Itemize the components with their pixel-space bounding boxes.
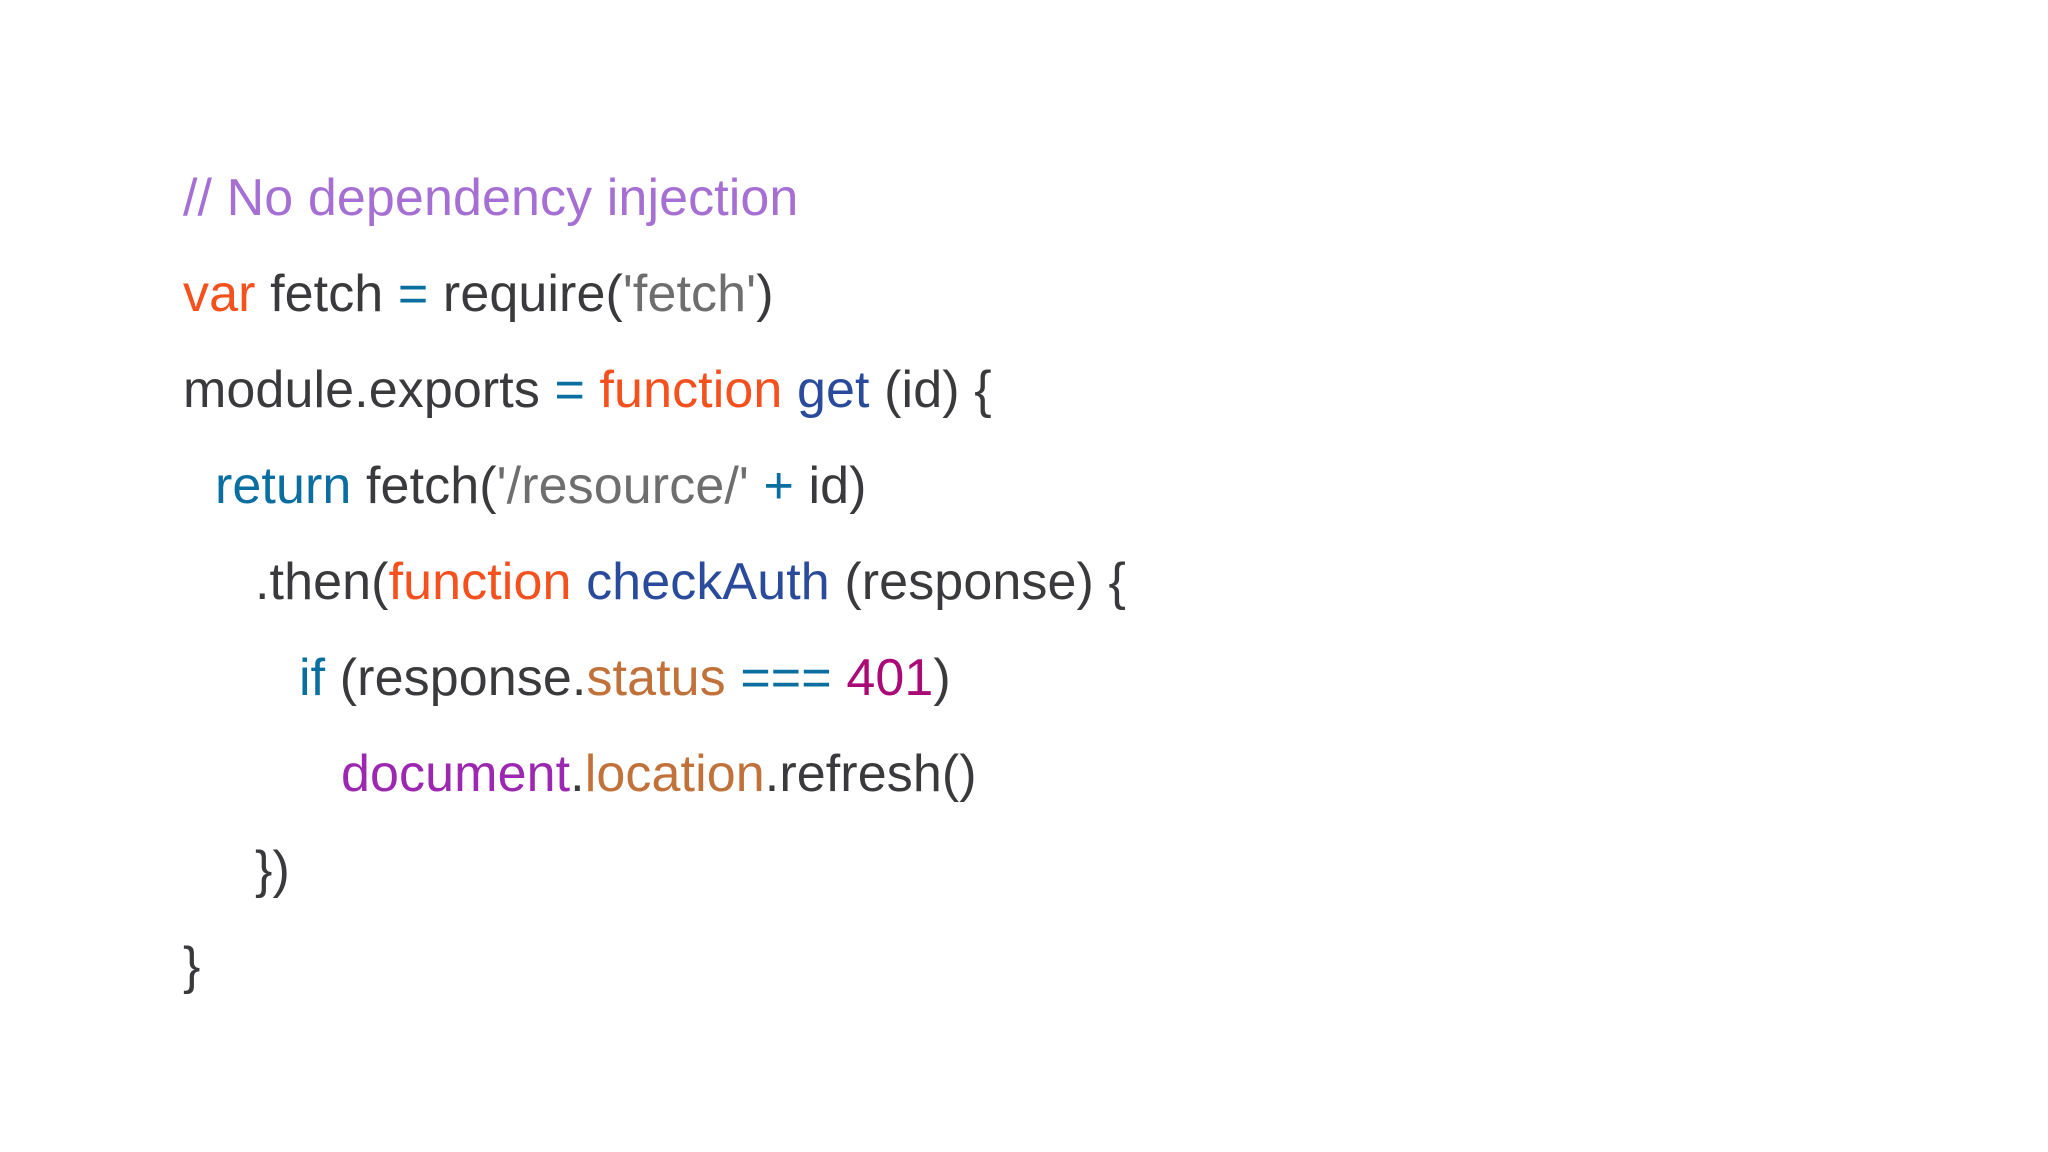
code-token-operator: + xyxy=(763,457,794,515)
code-token-property: location xyxy=(584,745,765,803)
code-line: .then(function checkAuth (response) { xyxy=(183,534,1883,630)
code-line: var fetch = require('fetch') xyxy=(183,246,1883,342)
code-token-plain: .refresh() xyxy=(764,745,977,803)
code-token-plain: . xyxy=(570,745,585,803)
code-token-number: 401 xyxy=(846,649,934,707)
code-line: if (response.status === 401) xyxy=(183,630,1883,726)
code-token-property: status xyxy=(586,649,726,707)
code-token-plain xyxy=(832,649,847,707)
code-token-plain: (response) { xyxy=(829,553,1126,611)
code-token-control: if xyxy=(299,649,326,707)
code-token-plain xyxy=(726,649,741,707)
code-token-plain: fetch( xyxy=(351,457,497,515)
code-token-comment: // No dependency injection xyxy=(183,169,799,227)
code-line: } xyxy=(183,918,1883,1014)
code-token-keyword: var xyxy=(183,265,256,323)
code-token-keyword: function xyxy=(388,553,572,611)
code-line: }) xyxy=(183,822,1883,918)
code-token-object: document xyxy=(341,745,571,803)
code-token-operator: = xyxy=(554,361,585,419)
code-line: document.location.refresh() xyxy=(183,726,1883,822)
code-token-function-name: get xyxy=(797,361,870,419)
code-token-plain: }) xyxy=(255,841,290,899)
code-token-plain: } xyxy=(183,937,201,995)
code-token-operator: = xyxy=(397,265,429,323)
code-token-plain xyxy=(572,553,587,611)
code-token-plain: ) xyxy=(756,265,774,323)
code-line: return fetch('/resource/' + id) xyxy=(183,438,1883,534)
code-token-string: '/resource/' xyxy=(496,457,749,515)
code-token-plain: id) xyxy=(793,457,867,515)
code-token-plain xyxy=(749,457,764,515)
code-line: module.exports = function get (id) { xyxy=(183,342,1883,438)
code-token-function-name: checkAuth xyxy=(586,553,830,611)
code-block: // No dependency injection var fetch = re… xyxy=(183,150,1883,1014)
code-token-plain: ) xyxy=(933,649,951,707)
code-token-plain xyxy=(782,361,797,419)
code-token-plain: (response. xyxy=(325,649,587,707)
code-token-keyword: function xyxy=(599,361,783,419)
code-token-operator: === xyxy=(740,649,832,707)
code-token-plain: require( xyxy=(428,265,623,323)
code-token-plain: fetch xyxy=(255,265,398,323)
code-token-plain: (id) { xyxy=(869,361,992,419)
code-token-control: return xyxy=(215,457,352,515)
code-token-plain: module.exports xyxy=(183,361,555,419)
code-token-string: 'fetch' xyxy=(622,265,757,323)
code-token-plain: .then( xyxy=(255,553,389,611)
code-token-plain xyxy=(585,361,600,419)
code-line: // No dependency injection xyxy=(183,150,1883,246)
